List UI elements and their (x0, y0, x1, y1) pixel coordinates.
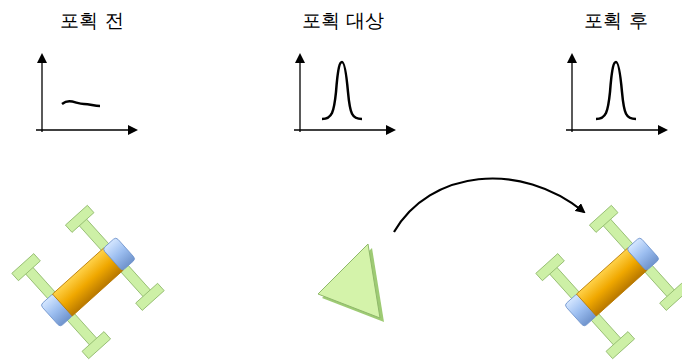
plot-target (294, 55, 394, 132)
satellite (12, 205, 164, 358)
panel-heading: 포획 대상 (302, 8, 384, 34)
capture-arrow (394, 179, 584, 232)
target-triangle (318, 244, 384, 322)
panel-heading: 포획 전 (60, 8, 123, 34)
satellite (536, 205, 682, 358)
plot-after (566, 55, 666, 132)
plot-before (36, 55, 136, 132)
panel-heading: 포획 후 (584, 8, 647, 34)
